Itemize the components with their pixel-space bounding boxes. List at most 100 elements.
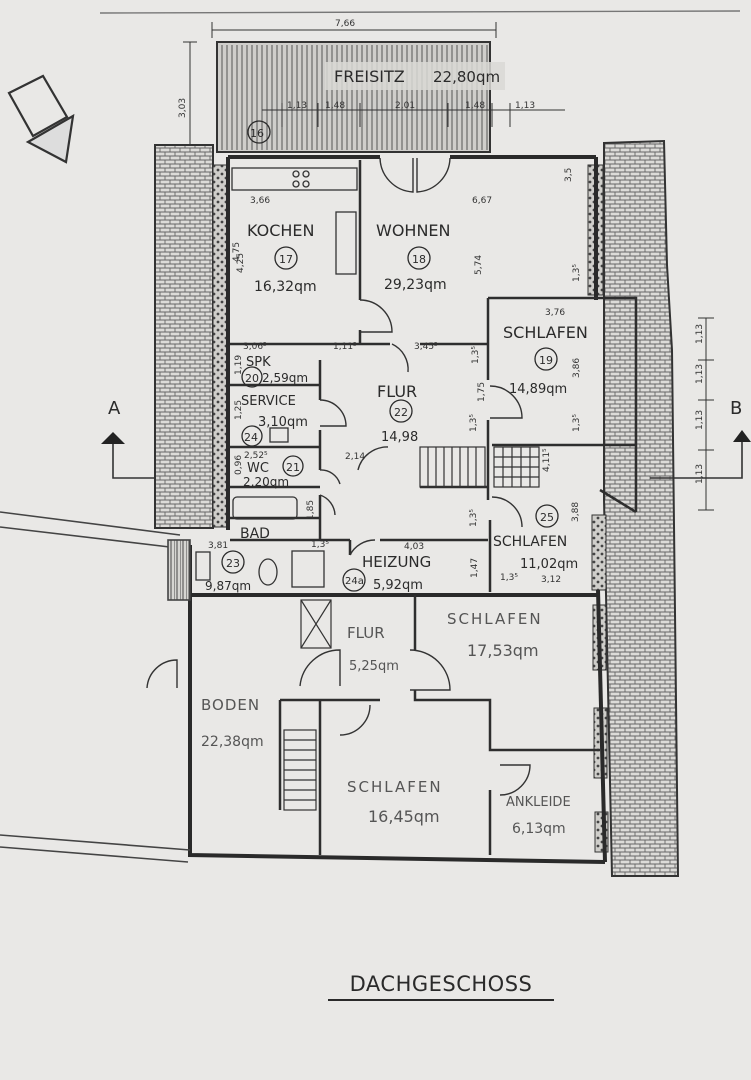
svg-text:21: 21 xyxy=(286,461,300,474)
svg-text:1,13: 1,13 xyxy=(515,101,535,111)
svg-text:5,74: 5,74 xyxy=(474,255,484,275)
left-annex xyxy=(0,511,191,863)
room-label-boden: BODEN 22,38qm xyxy=(201,696,264,750)
svg-text:3,03: 3,03 xyxy=(178,98,188,118)
right-brick-wall xyxy=(603,139,680,877)
svg-text:SPK: SPK xyxy=(246,355,271,370)
svg-text:3,10qm: 3,10qm xyxy=(258,415,308,430)
freisitz-terrace xyxy=(216,41,505,153)
svg-text:1,3⁵: 1,3⁵ xyxy=(469,414,479,432)
svg-text:1,13: 1,13 xyxy=(695,324,705,344)
svg-text:3,66: 3,66 xyxy=(250,196,270,206)
svg-text:24: 24 xyxy=(244,431,258,444)
room-label-schlafen-25: 25 SCHLAFEN 11,02qm xyxy=(493,511,578,572)
room-label-service: SERVICE 3,10qm 24 xyxy=(241,394,308,444)
svg-text:WOHNEN: WOHNEN xyxy=(376,221,451,240)
svg-text:FLUR: FLUR xyxy=(377,382,417,401)
svg-text:3,06⁵: 3,06⁵ xyxy=(243,342,267,352)
room-number-circles xyxy=(221,120,559,592)
svg-text:29,23qm: 29,23qm xyxy=(384,277,447,293)
room-label-freisitz: FREISITZ 22,80qm 16 xyxy=(250,67,500,140)
svg-text:1,11⁵: 1,11⁵ xyxy=(333,342,357,352)
svg-text:1,3⁵: 1,3⁵ xyxy=(572,264,582,282)
svg-text:WC: WC xyxy=(247,461,269,476)
dimension-labels: 7,66 3,03 1,13 1,48 2,01 1,48 1,13 3,66 … xyxy=(178,19,705,585)
svg-text:4,03: 4,03 xyxy=(404,542,424,552)
room-label-schlafen-ne: SCHLAFEN 17,53qm xyxy=(447,610,543,660)
svg-text:4,11⁵: 4,11⁵ xyxy=(542,448,552,472)
svg-text:1,13: 1,13 xyxy=(287,101,307,111)
svg-text:22: 22 xyxy=(394,406,408,419)
svg-text:6,13qm: 6,13qm xyxy=(512,821,566,837)
svg-text:4,25: 4,25 xyxy=(236,253,246,273)
svg-text:23: 23 xyxy=(226,557,240,570)
svg-text:1,48: 1,48 xyxy=(325,101,345,111)
svg-text:BODEN: BODEN xyxy=(201,696,260,714)
svg-text:17,53qm: 17,53qm xyxy=(467,641,539,660)
room-label-schlafen-19: SCHLAFEN 19 14,89qm xyxy=(503,323,588,397)
svg-text:18: 18 xyxy=(412,253,426,266)
svg-text:3,12: 3,12 xyxy=(541,575,561,585)
svg-text:0,96: 0,96 xyxy=(234,455,244,475)
svg-text:ANKLEIDE: ANKLEIDE xyxy=(506,795,571,810)
room-label-wohnen: WOHNEN 18 29,23qm xyxy=(376,221,451,293)
svg-text:11,02qm: 11,02qm xyxy=(520,557,578,572)
svg-text:14,89qm: 14,89qm xyxy=(509,382,567,397)
svg-text:1,48: 1,48 xyxy=(465,101,485,111)
room-label-heizung: HEIZUNG 24a 5,92qm xyxy=(345,553,431,593)
svg-text:5,25qm: 5,25qm xyxy=(349,659,399,674)
svg-text:3,88: 3,88 xyxy=(571,502,581,522)
svg-text:2,01: 2,01 xyxy=(395,101,415,111)
svg-text:1,13: 1,13 xyxy=(695,410,705,430)
svg-text:2,14: 2,14 xyxy=(345,452,365,462)
svg-text:20: 20 xyxy=(245,372,259,385)
svg-text:BAD: BAD xyxy=(240,526,270,542)
svg-text:1,19: 1,19 xyxy=(234,355,244,375)
svg-text:3,86: 3,86 xyxy=(572,358,582,378)
svg-text:3,5: 3,5 xyxy=(564,168,574,182)
svg-text:16,32qm: 16,32qm xyxy=(254,279,317,295)
svg-text:16,45qm: 16,45qm xyxy=(368,807,440,826)
section-marker-a: A xyxy=(101,398,155,479)
svg-text:25: 25 xyxy=(540,511,554,524)
svg-text:4,75: 4,75 xyxy=(232,242,242,262)
svg-text:6,67: 6,67 xyxy=(472,196,492,206)
svg-text:1,13: 1,13 xyxy=(695,364,705,384)
svg-text:3,81: 3,81 xyxy=(208,541,228,551)
svg-text:19: 19 xyxy=(539,354,553,367)
svg-text:1,3⁵: 1,3⁵ xyxy=(469,509,479,527)
door-swings xyxy=(146,157,531,796)
room-label-schlafen-s: SCHLAFEN 16,45qm xyxy=(347,778,441,826)
fixtures xyxy=(195,167,358,588)
svg-text:1,3⁵: 1,3⁵ xyxy=(500,573,518,583)
staircase xyxy=(283,446,540,811)
svg-text:17: 17 xyxy=(279,253,293,266)
svg-text:SERVICE: SERVICE xyxy=(241,394,296,409)
svg-text:FLUR: FLUR xyxy=(347,624,385,642)
svg-text:22,80qm: 22,80qm xyxy=(433,68,500,86)
svg-text:1,3⁵: 1,3⁵ xyxy=(311,540,329,550)
room-label-flur-22: FLUR 22 14,98 xyxy=(377,382,418,445)
svg-text:1,3⁵: 1,3⁵ xyxy=(471,346,481,364)
section-marker-b: B xyxy=(650,398,751,479)
svg-text:2,52⁵: 2,52⁵ xyxy=(244,451,268,461)
svg-text:9,87qm: 9,87qm xyxy=(205,579,251,593)
svg-text:HEIZUNG: HEIZUNG xyxy=(362,553,431,571)
svg-text:FREISITZ: FREISITZ xyxy=(334,67,405,86)
svg-text:SCHLAFEN: SCHLAFEN xyxy=(493,534,567,550)
svg-text:1,13: 1,13 xyxy=(695,464,705,484)
svg-text:2,59qm: 2,59qm xyxy=(262,371,308,385)
room-label-spk: SPK 20 2,59qm xyxy=(245,355,308,385)
plan-title: DACHGESCHOSS xyxy=(328,972,554,1001)
stone-strip-left xyxy=(212,164,229,528)
svg-text:SCHLAFEN: SCHLAFEN xyxy=(447,610,543,628)
svg-text:B: B xyxy=(730,398,742,419)
svg-text:3,76: 3,76 xyxy=(545,308,565,318)
svg-text:3,45⁵: 3,45⁵ xyxy=(414,342,438,352)
svg-text:A: A xyxy=(108,398,121,419)
svg-text:1,25: 1,25 xyxy=(234,400,244,420)
svg-text:SCHLAFEN: SCHLAFEN xyxy=(503,323,588,342)
svg-text:5,92qm: 5,92qm xyxy=(373,578,423,593)
svg-text:1,47: 1,47 xyxy=(470,558,480,578)
